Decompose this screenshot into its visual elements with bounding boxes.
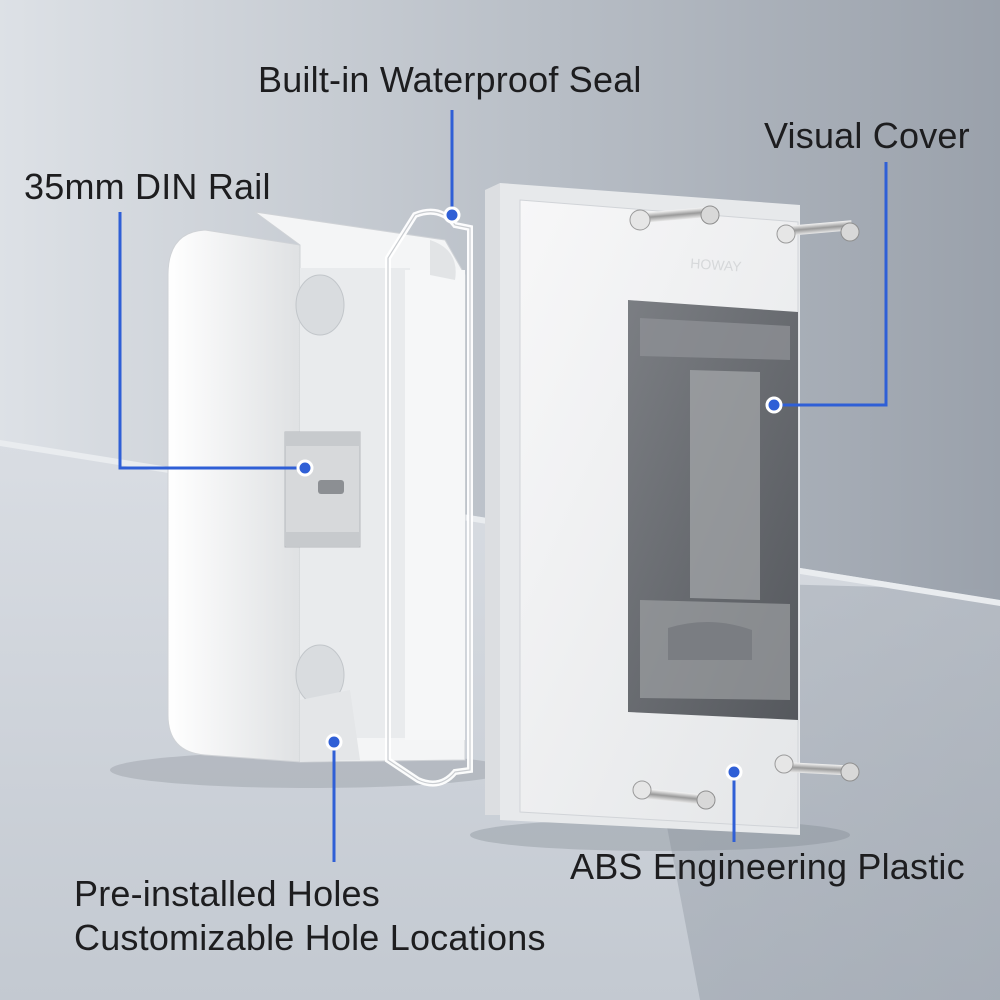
cover-leader-line <box>774 162 888 407</box>
din-rail-leader-line <box>118 212 305 470</box>
enclosure-base <box>110 211 510 788</box>
screw-top-left <box>629 205 720 231</box>
holes-label-line1: Pre-installed Holes <box>74 873 380 914</box>
screw-top-right <box>776 220 860 244</box>
waterproof-seal-label: Built-in Waterproof Seal <box>258 59 642 100</box>
holes-label-line2: Customizable Hole Locations <box>74 917 546 958</box>
screw-bottom-right <box>774 754 860 782</box>
brand-mark: HOWAY <box>690 255 743 275</box>
enclosure-cover: HOWAY <box>470 183 850 851</box>
seal-marker-dot <box>443 206 461 224</box>
din-rail-marker-dot <box>296 459 314 477</box>
holes-marker-dot <box>325 733 343 751</box>
screw-bottom-left <box>632 780 716 810</box>
visual-cover-label: Visual Cover <box>764 115 970 156</box>
cover-marker-dot <box>765 396 783 414</box>
abs-plastic-label: ABS Engineering Plastic <box>570 846 965 887</box>
holes-label: Pre-installed Holes Customizable Hole Lo… <box>74 872 546 960</box>
abs-marker-dot <box>725 763 743 781</box>
din-rail-label: 35mm DIN Rail <box>24 166 271 207</box>
din-rail <box>284 431 361 548</box>
